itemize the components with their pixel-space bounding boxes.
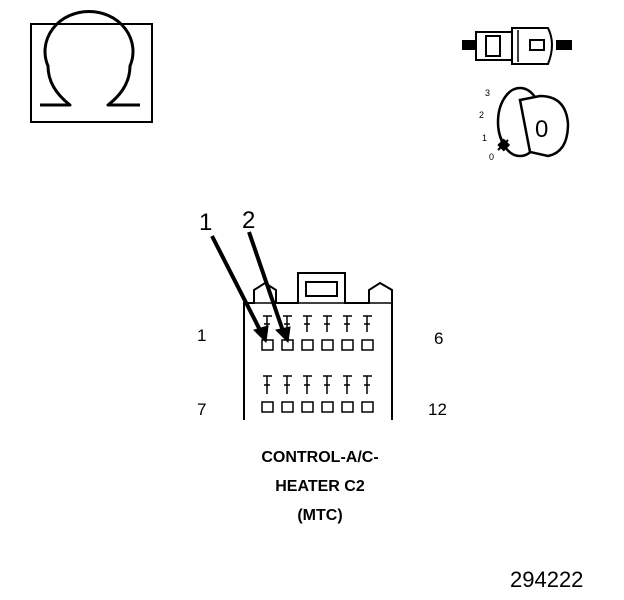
pin-label-top-left: 1 (197, 326, 207, 345)
connector-title-line2: HEATER C2 (275, 478, 365, 495)
ignition-position-1: 1 (482, 133, 488, 143)
pin-label-bottom-left: 7 (197, 400, 207, 419)
connector-title-line1: CONTROL-A/C- (261, 449, 379, 466)
ignition-position-2: 2 (479, 110, 485, 120)
pin-label-top-right: 6 (434, 329, 444, 348)
callout-arrows (210, 231, 291, 344)
figure-number: 294222 (510, 567, 584, 592)
ignition-key-icon (496, 86, 570, 158)
ignition-key-label: 0 (535, 116, 549, 143)
connector-title-line3: (MTC) (297, 507, 343, 524)
callout-2: 2 (242, 207, 256, 234)
connector-title: CONTROL-A/C- HEATER C2 (MTC) (220, 443, 420, 530)
pin-label-bottom-right: 12 (428, 400, 447, 419)
connector-face-icon (243, 272, 393, 420)
connector-plug-icon (462, 27, 572, 65)
ignition-position-3: 3 (485, 88, 491, 98)
ignition-position-0: 0 (489, 152, 495, 162)
ohm-symbol-icon (30, 10, 153, 123)
callout-1: 1 (199, 209, 213, 236)
